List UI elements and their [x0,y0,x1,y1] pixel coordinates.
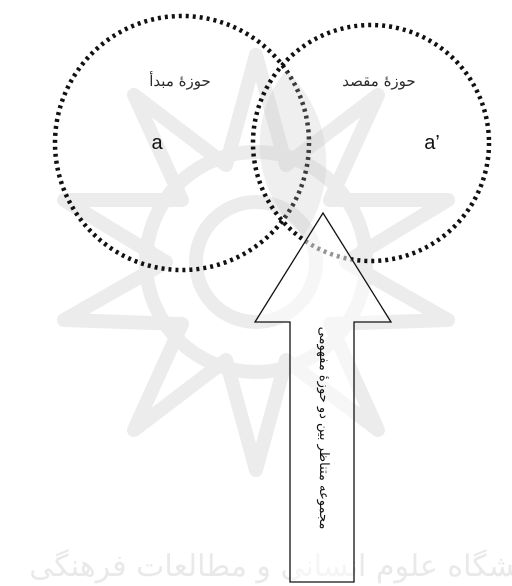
target-domain-label: حوزهٔ مقصد [342,72,415,90]
target-element-label: a’ [424,132,440,154]
source-domain-label: حوزهٔ مبدأ [149,71,211,90]
watermark-text: پژوهشگاه علوم انسانی و مطالعات فرهنگی [29,549,512,584]
source-element-label: a [151,132,163,154]
mapping-arrow-label: مجموعه متناظر بین دو حوزهٔ مفهومی [316,327,331,530]
watermark-ornament [64,55,448,470]
